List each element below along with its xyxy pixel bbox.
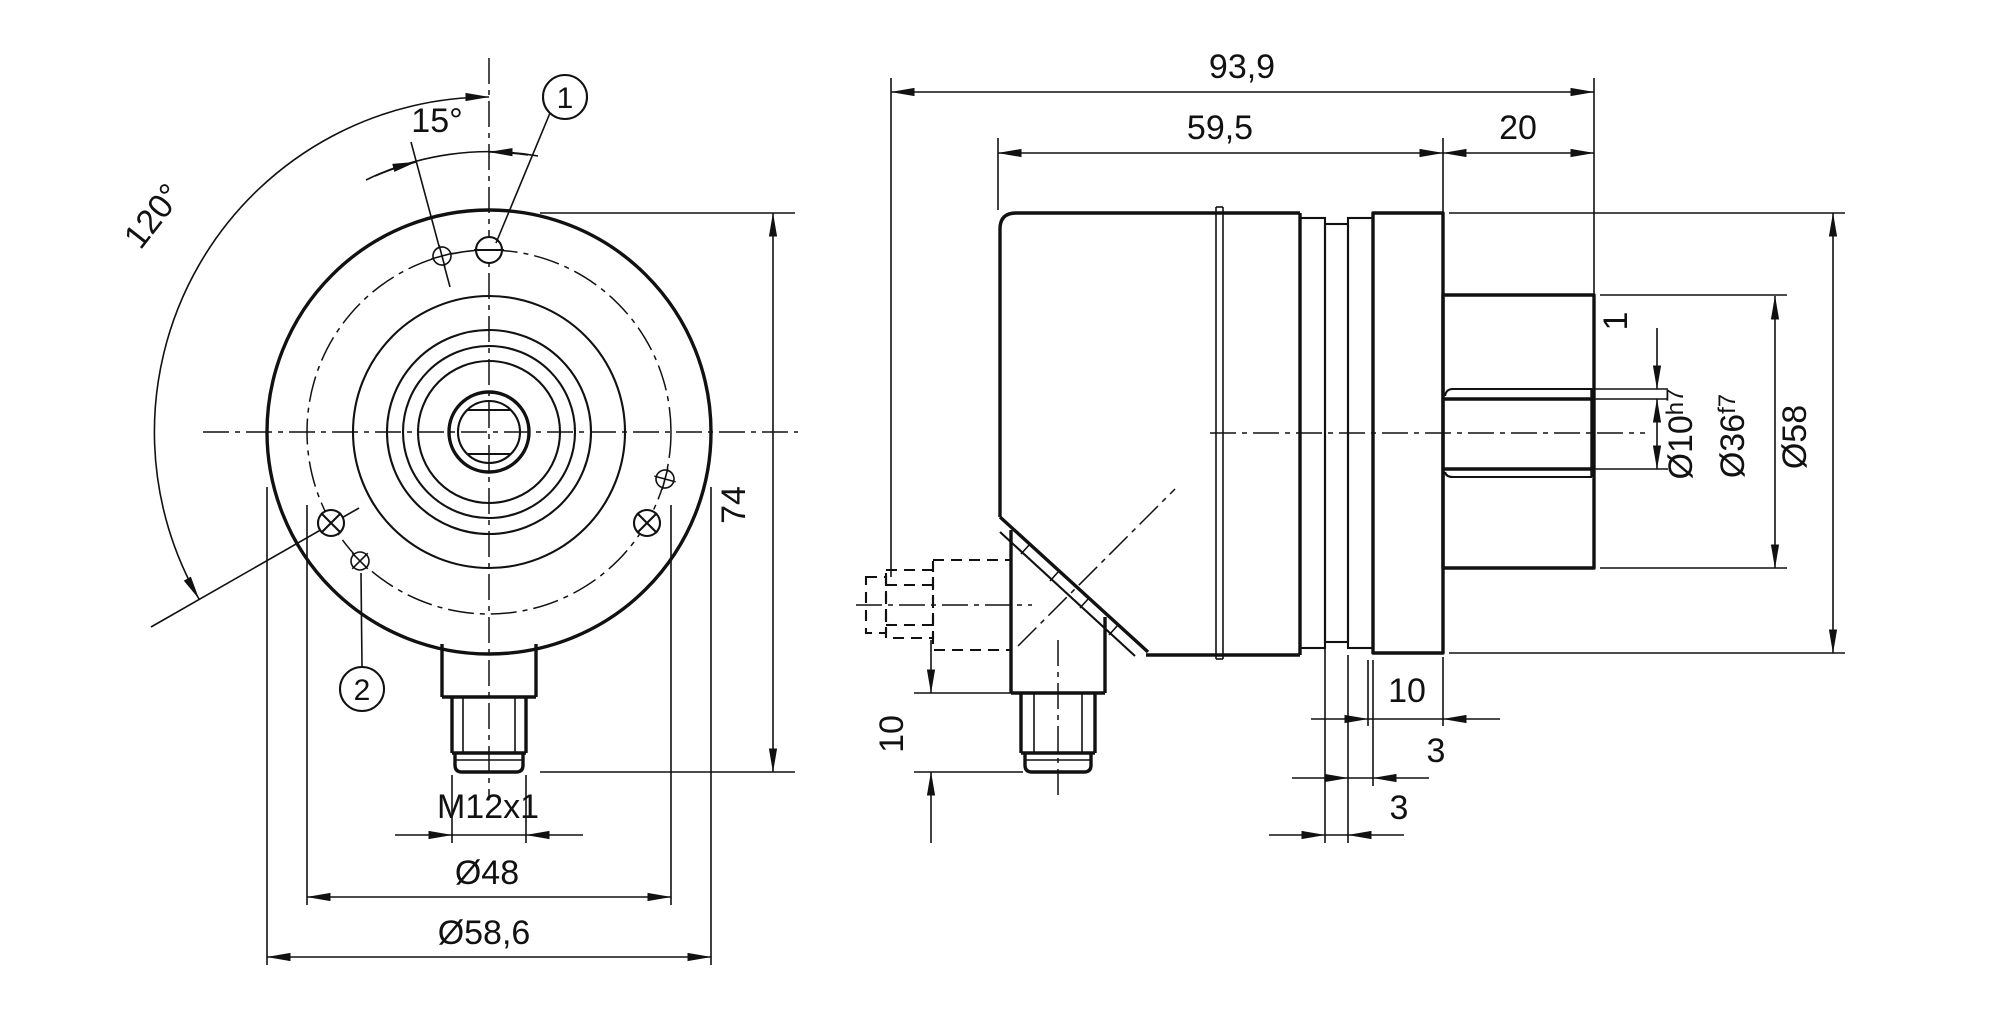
side-view: 93,9 59,5 20 Ø58 Ø36f7 [856,48,1845,843]
side-centerlines [856,432,1645,800]
shaft-step-label: 1 [1597,312,1635,331]
screw-bottom-left [316,508,346,538]
groove-inner-label: 3 [1390,789,1409,827]
bolt-circle-label: Ø48 [455,854,519,892]
callouts: 1 2 [338,73,589,713]
callout-2-label: 2 [354,674,371,707]
dim-outer-58-6: Ø58,6 [266,914,712,962]
dim-bolt-circle-48: Ø48 [306,854,672,902]
set-screw-right [654,468,676,490]
spigot-diameter-label: Ø36f7 [1714,394,1752,478]
dim-total-length: 93,9 [890,48,1595,577]
clamp-ring-seam [1215,206,1224,660]
front-centerlines [203,58,798,800]
flange-diameter-label: Ø58 [1776,405,1814,469]
spigot [1441,293,1596,570]
mounting-screws [316,235,676,571]
dim-body-length: 59,5 [997,109,1444,213]
connector-radial [1009,530,1107,774]
outer-diameter-label: Ø58,6 [438,914,531,952]
groove-outer-label: 3 [1427,732,1446,770]
callout-1-balloon [541,73,589,121]
screw-bottom-right [632,508,662,538]
dim-groove-inner: 3 [1269,648,1408,843]
connector-front [440,644,538,774]
dim-thread-m12: M12x1 [395,775,583,843]
thread-label: M12x1 [437,788,539,826]
connector-axial-hidden [864,558,1013,652]
shaft-diameter-label: Ø10h7 [1662,389,1700,480]
set-screw-bottom-left [350,551,370,571]
screw-top [474,235,504,265]
connector-length-label: 10 [873,715,911,753]
angle-120-label: 120° [117,177,190,256]
dim-flange-thickness: 10 [1311,657,1500,726]
callout-1-label: 1 [557,82,574,115]
front-extension-lines [266,212,795,965]
dim-spigot-diameter: Ø36f7 [1600,294,1787,569]
dim-connector-length: 10 [873,640,1023,843]
dim-flange-diameter: Ø58 [1449,212,1845,654]
total-length-label: 93,9 [1209,48,1275,86]
dim-angle-120: 120° [117,92,490,600]
front-view: 1 2 15° 120° 74 M12x1 [117,58,798,965]
height-label: 74 [715,486,753,524]
angle-15-label: 15° [411,102,462,140]
dim-shaft-length: 20 [1442,109,1595,158]
shaft-length-label: 20 [1499,109,1537,147]
dim-groove-outer: 3 [1292,655,1445,843]
body-length-label: 59,5 [1187,109,1253,147]
dim-shaft-diameter: Ø10h7 [1652,389,1700,480]
callout-2-balloon [338,665,386,713]
set-screw-top-left [431,245,453,267]
dim-height-74: 74 [715,212,778,773]
flange-thickness-label: 10 [1388,672,1426,710]
front-angle-reference-lines [150,141,451,628]
dim-shaft-step: 1 [1597,312,1662,390]
dim-angle-15: 15° [365,102,539,181]
